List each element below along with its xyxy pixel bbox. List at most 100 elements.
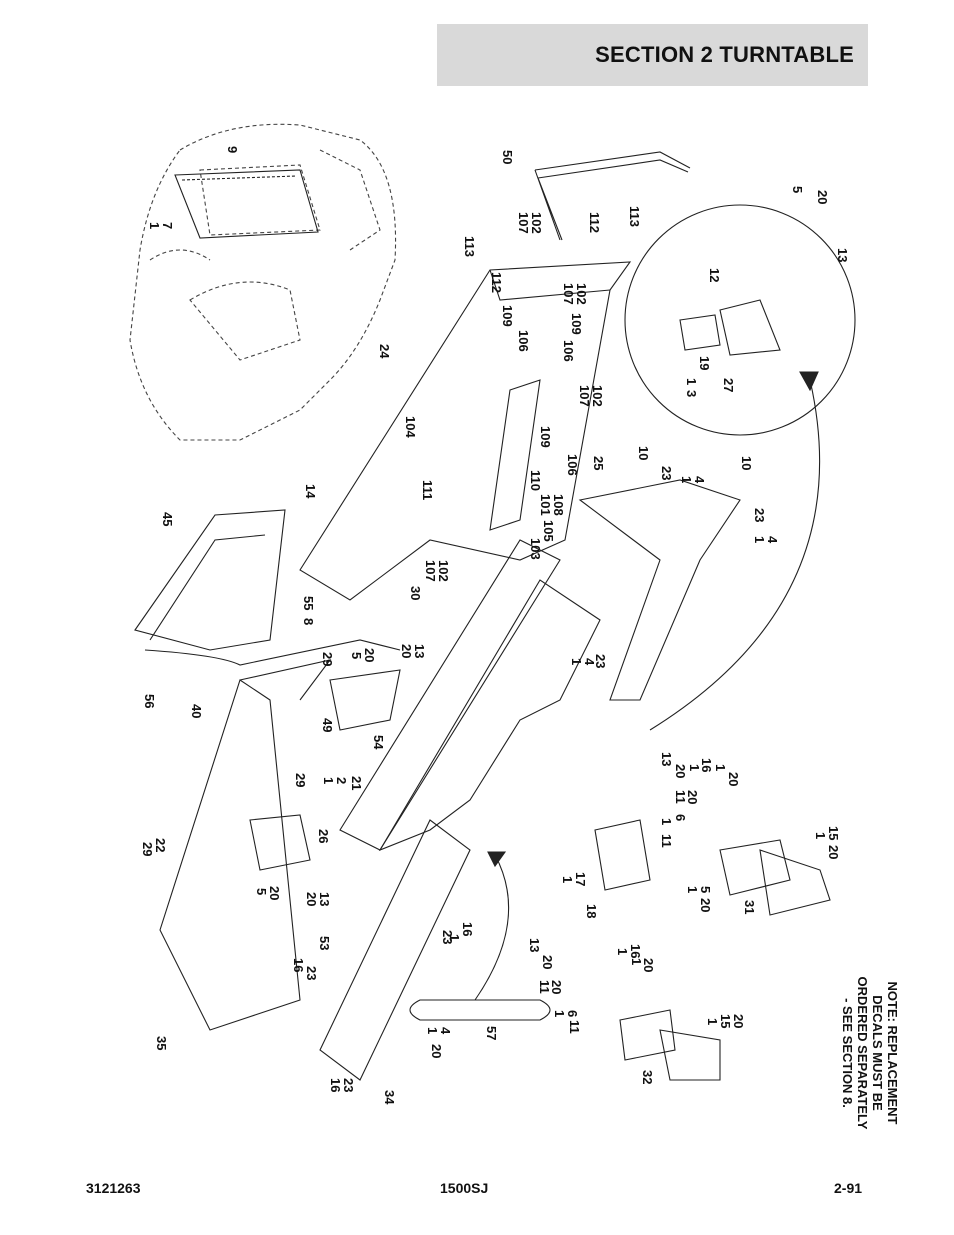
frame-54	[378, 579, 601, 852]
callout: 23	[440, 930, 455, 944]
callout: 113	[627, 206, 642, 227]
callout: 15	[718, 1014, 733, 1028]
callout: 3	[684, 390, 699, 397]
callout: 1	[813, 832, 828, 839]
callout: 14	[303, 484, 318, 499]
callout: 20	[549, 980, 564, 994]
note-line: NOTE: REPLACEMENT	[885, 981, 900, 1125]
callout: 102	[574, 283, 589, 305]
callout: 1	[569, 658, 584, 665]
callout: 8	[301, 618, 316, 625]
note-line: ORDERED SEPARATELY	[855, 976, 870, 1130]
callout: 29	[140, 842, 155, 856]
callout: 106	[561, 340, 576, 362]
callout: 9	[225, 146, 240, 153]
callout: 104	[403, 416, 418, 438]
callout: 1	[425, 1027, 440, 1034]
callout: 107	[561, 283, 576, 305]
callout: 1	[752, 536, 767, 543]
callout: 1	[321, 777, 336, 784]
callout: 22	[153, 838, 168, 852]
callout: 55	[301, 596, 316, 610]
callout: 5	[698, 886, 713, 893]
callout: 56	[142, 694, 157, 708]
callout: 4	[582, 658, 597, 666]
callout: 13	[317, 892, 332, 906]
callout: 1	[705, 1018, 720, 1025]
bar-57	[409, 999, 551, 1021]
callout: 20	[726, 772, 741, 786]
machine-body-outline	[129, 123, 397, 441]
callout: 1	[685, 886, 700, 893]
callout: 50	[500, 150, 515, 164]
callout: 49	[320, 718, 335, 732]
callout: 12	[707, 268, 722, 282]
callout: 45	[160, 512, 175, 526]
callout: 6	[673, 814, 688, 821]
hood-35	[159, 679, 301, 1031]
callout: 11	[567, 1020, 582, 1034]
callout: 20	[429, 1044, 444, 1058]
callout: 13	[527, 938, 542, 952]
callout: 20	[540, 955, 555, 969]
callout: 4	[765, 536, 780, 544]
callout: 18	[584, 904, 599, 918]
callout: 20	[698, 898, 713, 912]
callout: 6	[565, 1010, 580, 1017]
callout: 24	[377, 344, 392, 359]
callout: 20	[641, 958, 656, 972]
callout: 108	[551, 494, 566, 516]
callout: 1	[147, 222, 162, 229]
pedal-31	[719, 839, 791, 896]
callout: 107	[577, 385, 592, 407]
callout: 25	[591, 456, 606, 470]
callout: 13	[412, 644, 427, 658]
callout: 16	[628, 944, 643, 958]
callout: 19	[697, 356, 712, 370]
handrail-50	[534, 151, 691, 179]
callout: 1	[687, 764, 702, 771]
callout: 34	[382, 1090, 397, 1105]
callout: 57	[484, 1026, 499, 1040]
callout: 20	[304, 892, 319, 906]
callout: 7	[160, 222, 175, 229]
callout: 105	[541, 520, 556, 542]
callout: 2	[334, 777, 349, 784]
callout: 113	[462, 236, 477, 257]
callout: 4	[692, 476, 707, 484]
callout-labels: 9 1 7 50 113 107 102 112 113 112 109 106…	[140, 146, 850, 1105]
callout: 112	[489, 272, 504, 293]
callout: 31	[742, 900, 757, 914]
callout: 17	[573, 872, 588, 886]
callout: 1	[552, 1010, 567, 1017]
callout: 1	[713, 764, 728, 771]
callout: 20	[815, 190, 830, 204]
frame-30	[339, 539, 561, 851]
callout: 106	[516, 330, 531, 352]
callout: 29	[320, 652, 335, 666]
callout: 23	[752, 508, 767, 522]
callout: 32	[640, 1070, 655, 1084]
section-header: SECTION 2 TURNTABLE	[437, 24, 868, 86]
detail-arrow	[649, 379, 821, 731]
callout: 110	[528, 470, 543, 491]
callout: 16	[291, 958, 306, 972]
callout: 20	[673, 764, 688, 778]
callout: 40	[189, 704, 204, 718]
diagram-linework	[129, 123, 856, 1081]
callout: 20	[399, 644, 414, 658]
bracket-26	[249, 814, 311, 871]
callout: 10	[636, 446, 651, 460]
callout: 109	[569, 313, 584, 335]
callout: 4	[438, 1027, 453, 1035]
callout: 112	[587, 212, 602, 233]
callout: 11	[673, 790, 688, 804]
callout: 109	[538, 426, 553, 448]
bar-arrow	[474, 854, 510, 1001]
footer-doc-number: 3121263	[86, 1180, 141, 1196]
callout: 1	[560, 876, 575, 883]
callout: 10	[739, 456, 754, 470]
callout: 1	[615, 948, 630, 955]
cover-45	[134, 509, 286, 651]
